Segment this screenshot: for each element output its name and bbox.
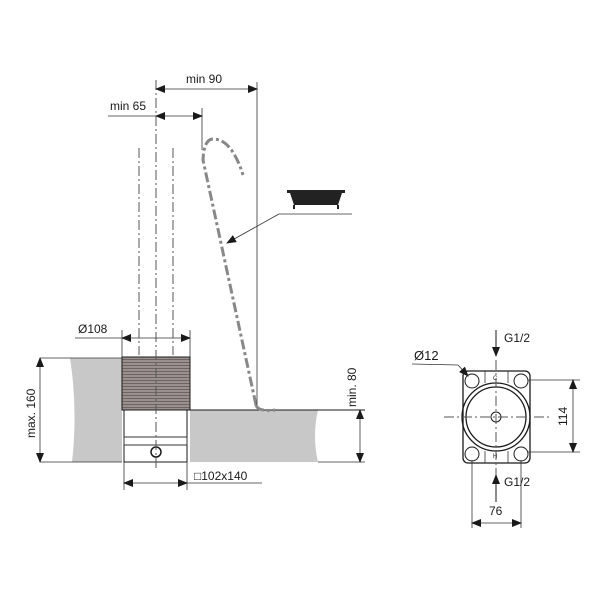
spout-outline <box>201 137 258 406</box>
dim-76: 76 <box>489 504 503 518</box>
dim-max-160: max. 160 <box>24 388 38 438</box>
inlet-bottom-label: G1/2 <box>504 475 530 489</box>
dim-114: 114 <box>556 407 570 426</box>
dim-min-90: min 90 <box>186 72 222 86</box>
dim-box-size: □102x140 <box>194 469 248 483</box>
dim-diameter-108: Ø108 <box>78 322 108 336</box>
port-hot-label: H <box>493 454 497 460</box>
floor-right <box>190 410 318 462</box>
inlet-top-label: G1/2 <box>504 331 530 345</box>
dim-min-65: min 65 <box>110 99 146 113</box>
bathtub-icon <box>287 190 345 209</box>
dim-diameter-12: Ø12 <box>414 348 439 363</box>
dim-min-80: min. 80 <box>345 367 359 407</box>
floor-left <box>70 358 122 462</box>
